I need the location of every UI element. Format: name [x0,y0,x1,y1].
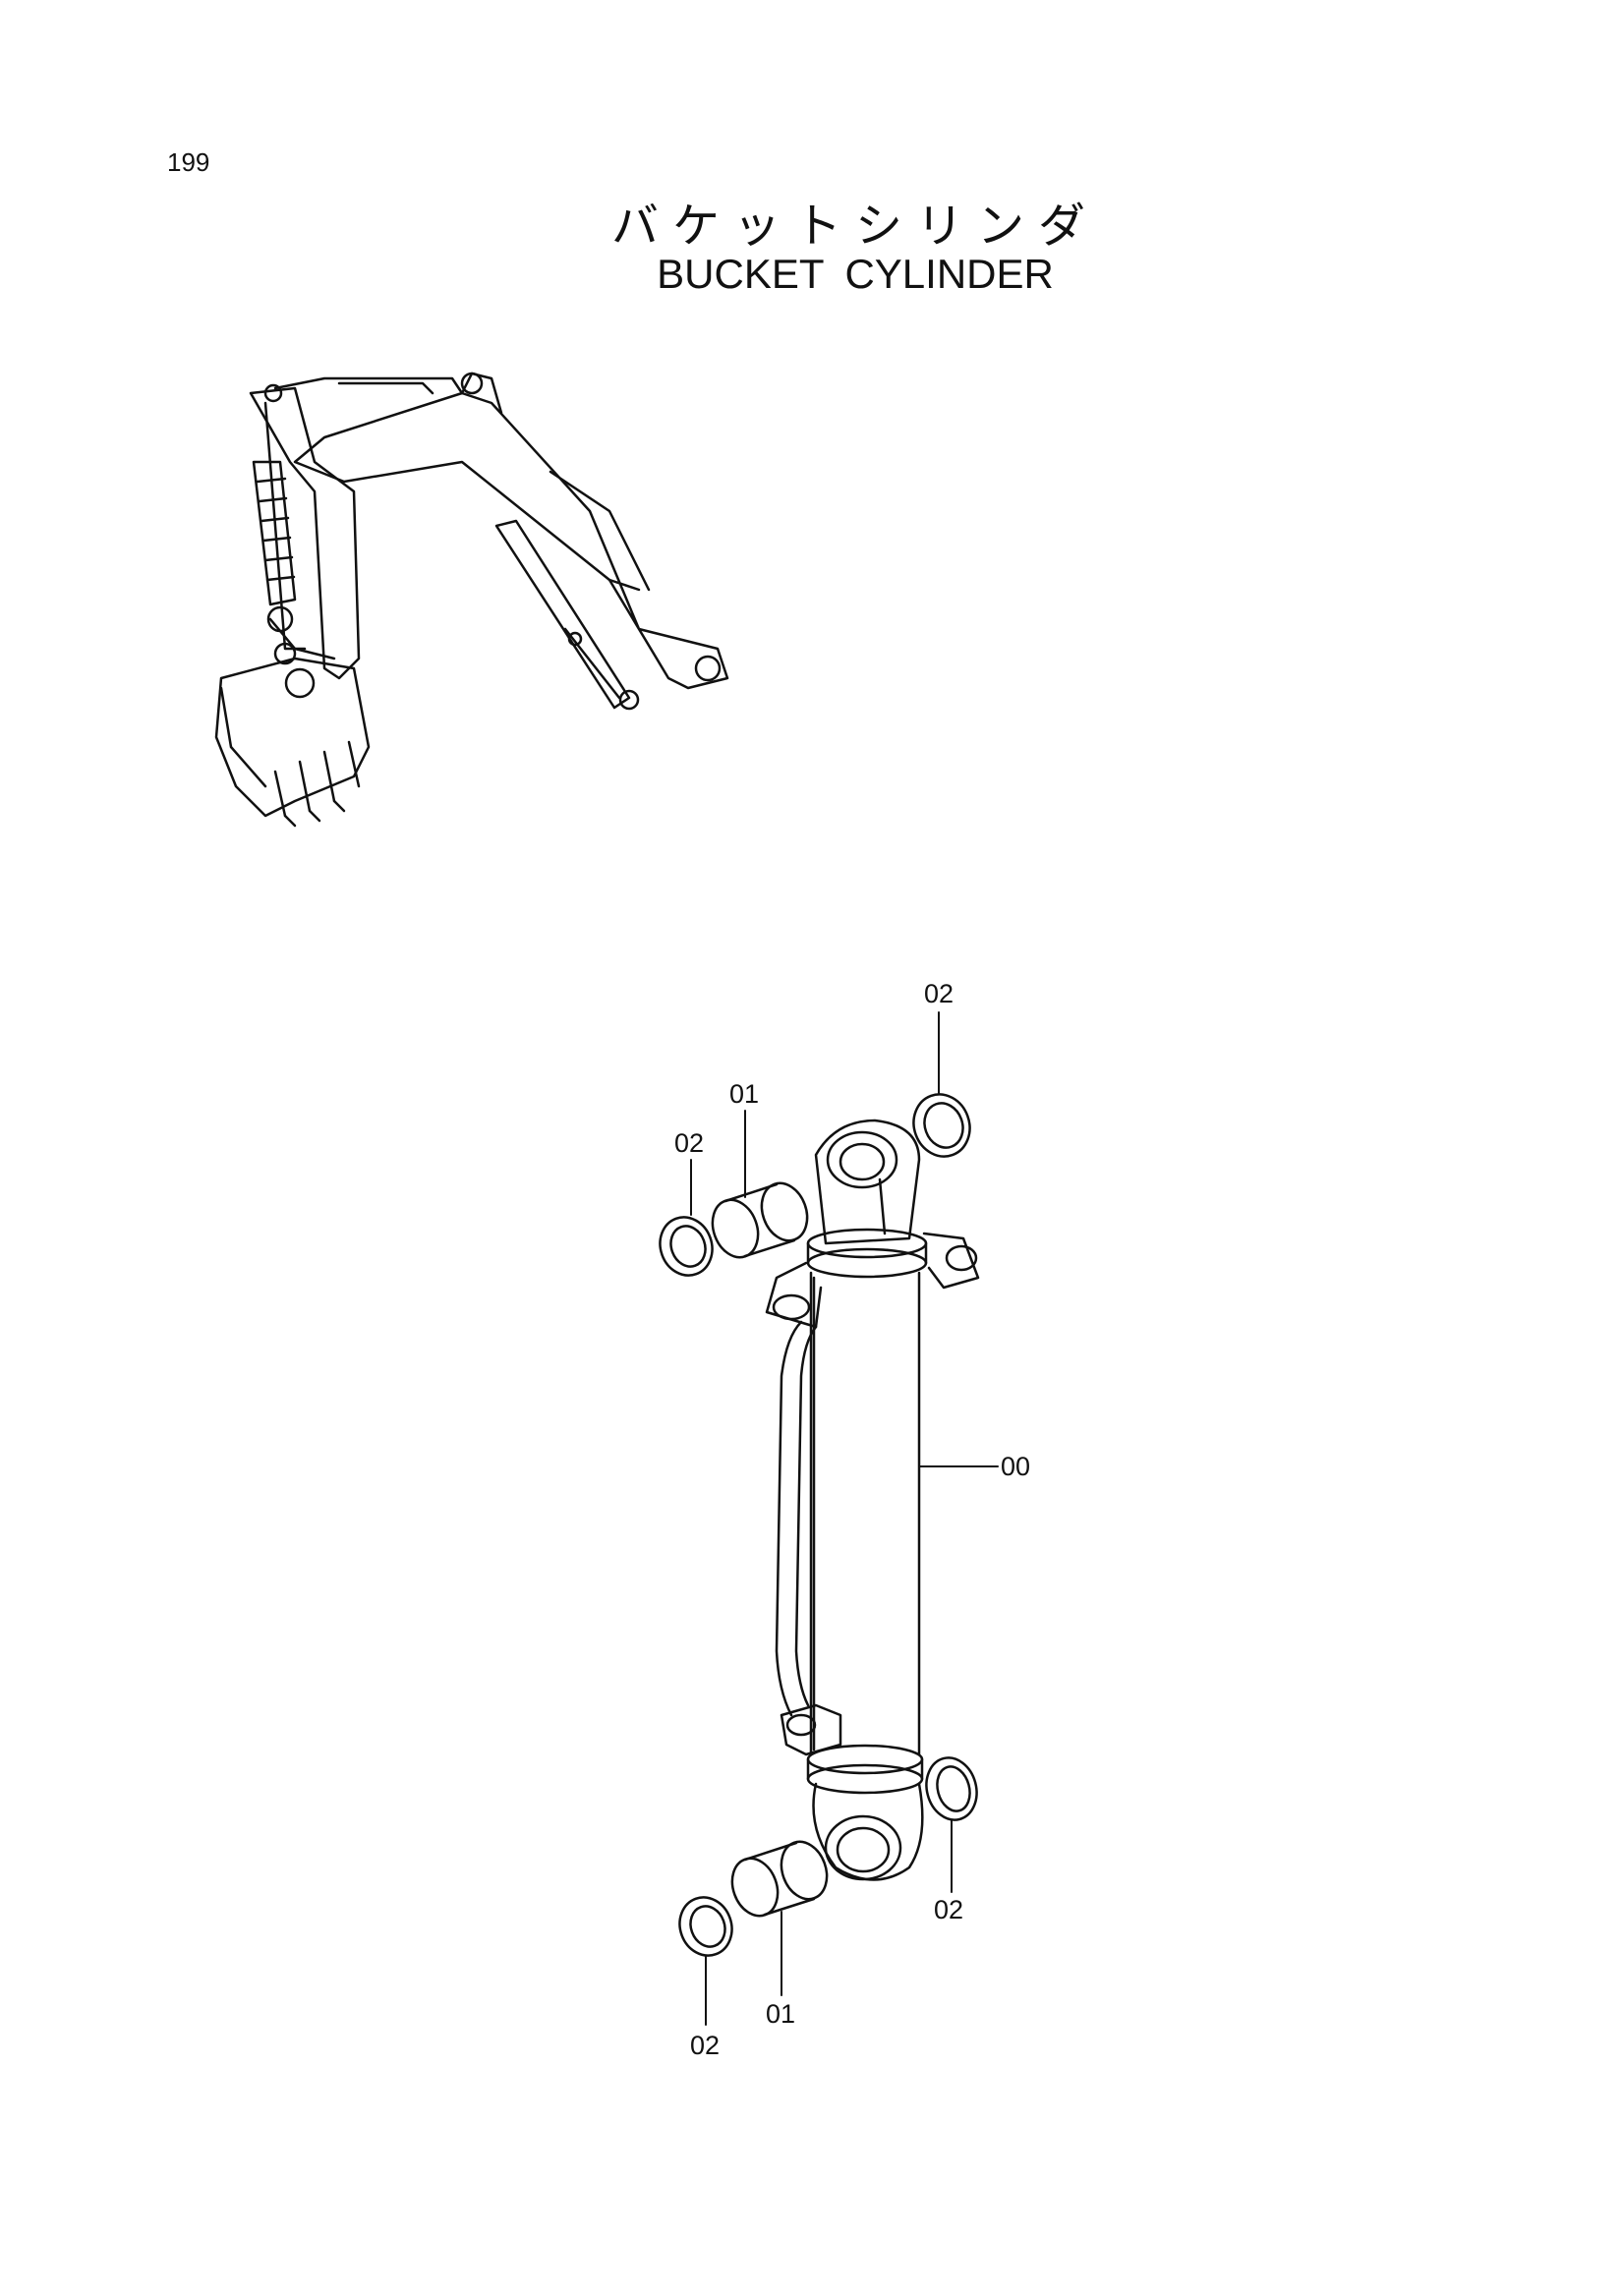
bucket-cylinder-assembly [765,1119,980,1881]
callout-top-right-seal: 02 [924,979,954,1008]
callout-lower-bushing: 01 [766,1999,795,2029]
seal-upper-left [659,1216,714,1277]
bushing-lower [730,1840,829,1918]
callout-lower-left-seal: 02 [690,2031,720,2060]
callout-upper-bushing: 01 [729,1079,759,1109]
title-japanese: バケットシリンダ [610,199,1099,254]
callout-lower-right-seal: 02 [934,1895,963,1924]
seal-lower-right [925,1756,978,1821]
page-number: 199 [167,147,210,177]
bushing-upper [711,1181,809,1259]
callout-upper-left-seal: 02 [674,1128,704,1158]
callout-cylinder-assembly: 00 [1001,1452,1030,1481]
seal-top-right [912,1093,971,1158]
excavator-arm-overview [214,372,729,828]
title-english: BUCKET CYLINDER [657,251,1054,297]
seal-lower-left [678,1896,733,1957]
leader-lines [690,1011,999,2026]
